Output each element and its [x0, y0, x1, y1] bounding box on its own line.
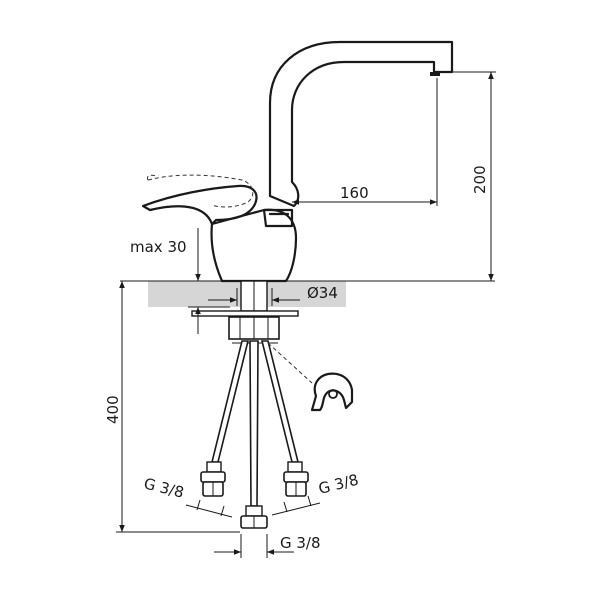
dimension-thread-left — [185, 499, 233, 518]
lever-handle — [141, 184, 258, 226]
hose-left — [200, 340, 250, 497]
label-thread-bottom: G 3/8 — [280, 534, 321, 552]
label-diameter-34: Ø34 — [307, 284, 338, 302]
dimension-thread-bottom — [214, 534, 294, 558]
dimension-max-30 — [188, 228, 230, 334]
hose-right — [260, 340, 309, 497]
dimension-thread-right — [271, 495, 321, 516]
label-thread-left: G 3/8 — [142, 474, 186, 501]
mounting-shank — [191, 280, 299, 344]
dimension-200 — [440, 71, 496, 281]
spout — [268, 40, 454, 208]
label-400: 400 — [104, 395, 122, 424]
retaining-clip-detail — [267, 342, 354, 412]
label-max-30: max 30 — [130, 238, 187, 256]
spout-aerator — [430, 72, 440, 76]
dimension-160 — [292, 78, 438, 206]
dimension-400 — [116, 281, 240, 533]
lever-raised-tip — [147, 174, 157, 181]
dimension-diameter-34 — [208, 288, 300, 306]
label-160: 160 — [340, 184, 369, 202]
lever-handle-raised — [147, 174, 254, 208]
body-collar — [262, 208, 294, 228]
label-thread-right: G 3/8 — [317, 471, 361, 498]
label-200: 200 — [471, 165, 489, 194]
threaded-rod — [240, 340, 268, 529]
